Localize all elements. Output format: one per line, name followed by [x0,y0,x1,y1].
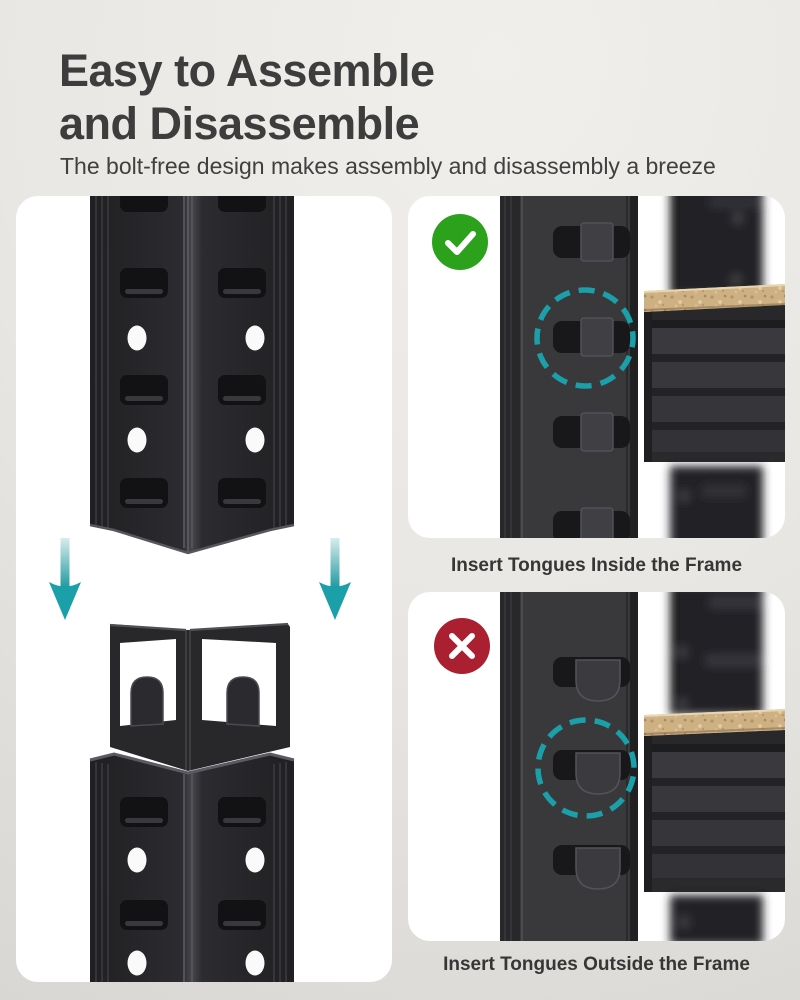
correct-method-caption: Insert Tongues Inside the Frame [450,555,743,576]
background-post-blurred [670,895,763,941]
assembly-stacking-panel [16,196,392,982]
post-stacking-illustration [49,196,351,982]
incorrect-method-caption: Insert Tongues Outside the Frame [443,954,750,975]
upper-post-section [89,196,295,555]
upright-post [500,592,638,941]
upright-post [500,196,638,538]
correct-method-panel [408,196,785,538]
x-icon [434,618,490,674]
highlight-circle [534,287,636,389]
arrow-down-icon [319,538,351,620]
arrow-down-icon [49,538,81,620]
shelf-board-edge [643,709,785,736]
incorrect-method-panel [408,592,785,941]
title-line-2: and Disassemble [59,98,420,149]
page-subtitle: The bolt-free design makes assembly and … [60,153,716,179]
lower-post-section [89,752,295,982]
post-holes [127,325,265,453]
tongue-inside-illustration [500,196,785,538]
shelf-beam [644,305,785,462]
shelf-beam [644,730,785,892]
title-line-1: Easy to Assemble [59,45,435,96]
page-title: Easy to Assemble and Disassemble [59,44,435,150]
corner-bracket [109,622,290,771]
background-post-blurred [670,466,763,538]
check-icon [432,214,488,270]
background-post-blurred [670,592,763,715]
background-post-blurred [670,196,763,296]
tongue-outside-illustration [500,592,785,941]
shelf-board-edge [643,284,785,312]
